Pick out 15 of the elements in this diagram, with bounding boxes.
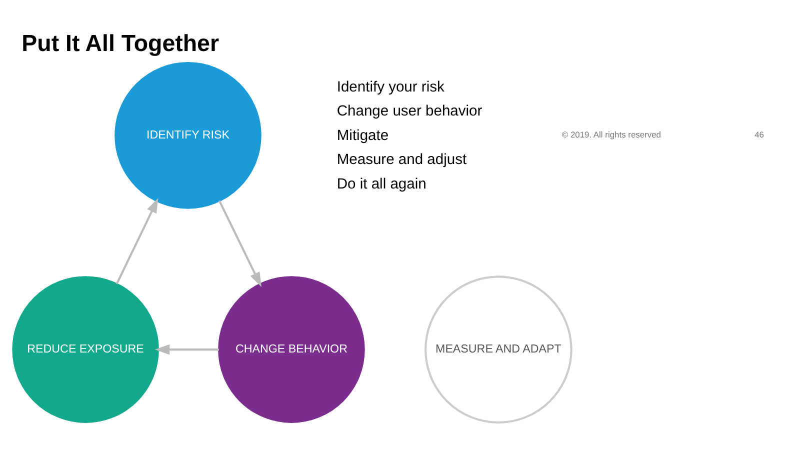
label: Mitigate [336,128,388,144]
node-circle: REDUCE EXPOSURE [12,276,158,423]
label: 46 [754,129,764,140]
arrow [115,198,158,284]
node-circle: IDENTIFY RISK [114,62,261,209]
label: Do it all again [336,176,426,192]
node-circle: MEASURE AND ADAPT [424,276,572,424]
label: Measure and adjust [336,152,466,168]
node-circle: CHANGE BEHAVIOR [218,276,364,423]
diagram-title: Put It All Together [21,30,219,56]
label: © 2019. All rights reserved [561,129,660,140]
label: Identify your risk [336,79,444,96]
arrow [154,344,218,355]
label: Change user behavior [336,104,482,120]
arrow [218,200,261,288]
